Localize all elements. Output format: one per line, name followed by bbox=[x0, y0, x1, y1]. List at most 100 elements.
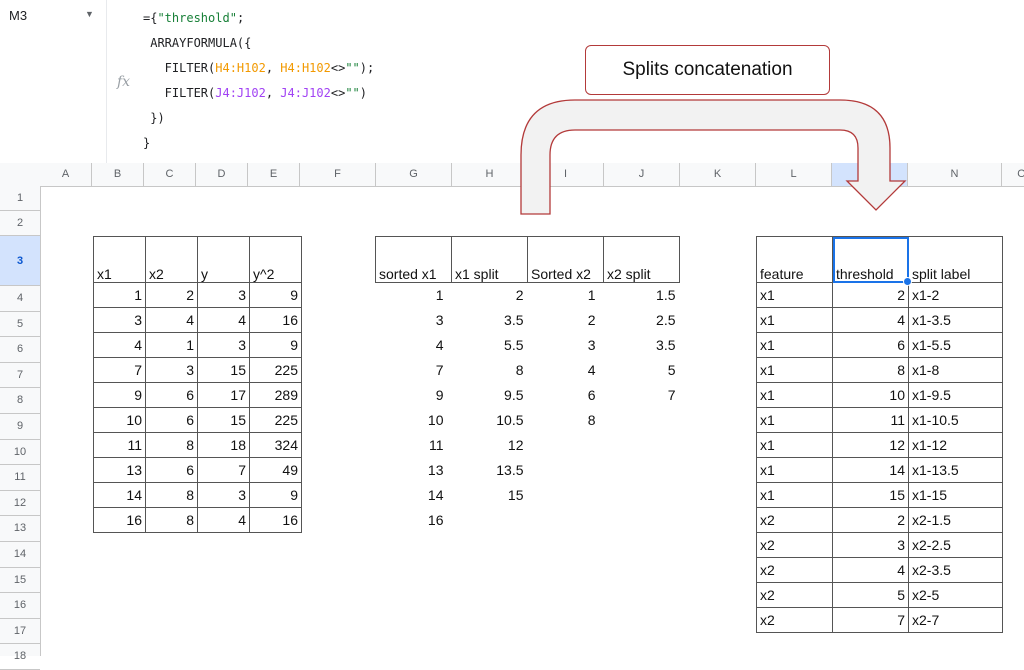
table-cell[interactable]: 11 bbox=[832, 407, 909, 433]
table-cell[interactable]: x2 bbox=[756, 532, 833, 558]
table-cell[interactable]: x1 bbox=[756, 432, 833, 458]
table-cell[interactable]: x1-13.5 bbox=[908, 457, 1003, 483]
table-cell[interactable]: 13 bbox=[93, 457, 146, 483]
table-cell[interactable]: 1 bbox=[93, 282, 146, 308]
table-cell[interactable]: 4 bbox=[435, 337, 444, 353]
table-cell[interactable]: 1 bbox=[145, 332, 198, 358]
table-cell[interactable]: 9 bbox=[249, 482, 302, 508]
row-header-18[interactable]: 18 bbox=[0, 644, 40, 670]
table-cell[interactable]: 2 bbox=[587, 312, 596, 328]
table-cell[interactable]: 6 bbox=[587, 387, 596, 403]
table-cell[interactable]: 14 bbox=[832, 457, 909, 483]
table-cell[interactable]: 1.5 bbox=[656, 287, 676, 304]
column-header-cell[interactable]: threshold bbox=[832, 236, 912, 286]
table-cell[interactable]: 2 bbox=[145, 282, 198, 308]
table-cell[interactable]: 8 bbox=[145, 432, 198, 458]
column-header-h[interactable]: H bbox=[452, 163, 528, 186]
table-cell[interactable]: 6 bbox=[145, 382, 198, 408]
table-cell[interactable]: x1-12 bbox=[908, 432, 1003, 458]
table-cell[interactable]: 3 bbox=[832, 532, 909, 558]
row-header-10[interactable]: 10 bbox=[0, 440, 40, 466]
table-cell[interactable]: 9 bbox=[249, 332, 302, 358]
table-cell[interactable]: 10 bbox=[427, 412, 444, 428]
table-cell[interactable]: 5.5 bbox=[504, 337, 524, 353]
table-cell[interactable]: 324 bbox=[249, 432, 302, 458]
column-header-cell[interactable]: y bbox=[197, 236, 250, 283]
table-cell[interactable]: 16 bbox=[427, 512, 444, 528]
row-header-5[interactable]: 5 bbox=[0, 312, 40, 338]
table-cell[interactable]: x2-5 bbox=[908, 582, 1003, 608]
table-cell[interactable]: 16 bbox=[93, 507, 146, 533]
table-cell[interactable]: 15 bbox=[832, 482, 909, 508]
table-cell[interactable]: 6 bbox=[145, 457, 198, 483]
column-header-cell[interactable]: x2 split bbox=[603, 236, 680, 283]
table-cell[interactable] bbox=[604, 408, 680, 433]
table-cell[interactable]: 4 bbox=[832, 557, 909, 583]
table-cell[interactable]: x1 bbox=[756, 482, 833, 508]
table-cell[interactable]: x2-1.5 bbox=[908, 507, 1003, 533]
column-header-m[interactable]: M bbox=[832, 163, 908, 186]
table-cell[interactable]: 8 bbox=[145, 507, 198, 533]
table-cell[interactable]: 10 bbox=[93, 407, 146, 433]
table-cell[interactable]: 15 bbox=[197, 357, 250, 383]
name-box[interactable]: M3 bbox=[9, 8, 28, 23]
table-cell[interactable]: 10 bbox=[832, 382, 909, 408]
table-cell[interactable]: 8 bbox=[515, 362, 524, 378]
table-cell[interactable]: x1-15 bbox=[908, 482, 1003, 508]
table-cell[interactable]: x2 bbox=[756, 607, 833, 633]
column-header-cell[interactable]: Sorted x2 bbox=[527, 236, 604, 283]
row-header-13[interactable]: 13 bbox=[0, 516, 40, 542]
column-header-d[interactable]: D bbox=[196, 163, 248, 186]
table-cell[interactable]: 18 bbox=[197, 432, 250, 458]
table-cell[interactable]: 13 bbox=[427, 462, 444, 478]
table-cell[interactable]: 11 bbox=[93, 432, 146, 458]
table-cell[interactable] bbox=[604, 458, 680, 483]
table-cell[interactable] bbox=[528, 458, 604, 483]
row-header-16[interactable]: 16 bbox=[0, 593, 40, 619]
table-cell[interactable] bbox=[604, 508, 680, 533]
table-cell[interactable]: 4 bbox=[93, 332, 146, 358]
column-header-cell[interactable]: feature bbox=[756, 236, 833, 283]
table-cell[interactable]: 8 bbox=[587, 412, 596, 428]
table-cell[interactable]: 4 bbox=[197, 507, 250, 533]
column-header-cell[interactable]: y^2 bbox=[249, 236, 302, 283]
column-header-g[interactable]: G bbox=[376, 163, 452, 186]
table-cell[interactable]: 6 bbox=[832, 332, 909, 358]
column-header-cell[interactable]: sorted x1 bbox=[375, 236, 452, 283]
column-header-i[interactable]: I bbox=[528, 163, 604, 186]
table-cell[interactable]: 11 bbox=[428, 437, 444, 453]
table-cell[interactable]: 7 bbox=[832, 607, 909, 633]
row-header-17[interactable]: 17 bbox=[0, 619, 40, 645]
table-cell[interactable]: 9 bbox=[249, 282, 302, 308]
column-header-cell[interactable]: x1 split bbox=[451, 236, 528, 283]
column-header-cell[interactable]: x1 bbox=[93, 236, 146, 283]
table-cell[interactable]: 49 bbox=[249, 457, 302, 483]
table-cell[interactable]: 7 bbox=[93, 357, 146, 383]
row-header-8[interactable]: 8 bbox=[0, 388, 40, 414]
row-header-14[interactable]: 14 bbox=[0, 542, 40, 568]
row-header-3[interactable]: 3 bbox=[0, 236, 40, 286]
column-header-c[interactable]: C bbox=[144, 163, 196, 186]
table-cell[interactable]: 3.5 bbox=[656, 337, 676, 353]
table-cell[interactable]: 2 bbox=[832, 282, 909, 308]
column-header-j[interactable]: J bbox=[604, 163, 680, 186]
table-cell[interactable]: x2 bbox=[756, 507, 833, 533]
table-cell[interactable]: 3 bbox=[145, 357, 198, 383]
row-header-6[interactable]: 6 bbox=[0, 337, 40, 363]
table-cell[interactable]: 7 bbox=[435, 362, 444, 378]
table-cell[interactable]: x1 bbox=[756, 332, 833, 358]
table-cell[interactable]: 4 bbox=[145, 307, 198, 333]
table-cell[interactable]: 3 bbox=[197, 332, 250, 358]
column-header-a[interactable]: A bbox=[40, 163, 92, 186]
row-header-15[interactable]: 15 bbox=[0, 568, 40, 594]
table-cell[interactable]: 12 bbox=[507, 437, 524, 453]
table-cell[interactable]: 15 bbox=[507, 487, 524, 503]
table-cell[interactable]: x1-8 bbox=[908, 357, 1003, 383]
column-header-cell[interactable]: split label bbox=[908, 236, 1003, 283]
table-cell[interactable]: x2-3.5 bbox=[908, 557, 1003, 583]
table-cell[interactable] bbox=[528, 433, 604, 458]
row-header-12[interactable]: 12 bbox=[0, 491, 40, 517]
table-cell[interactable]: 14 bbox=[427, 487, 444, 503]
column-header-e[interactable]: E bbox=[248, 163, 300, 186]
table-cell[interactable]: 5 bbox=[667, 362, 676, 378]
